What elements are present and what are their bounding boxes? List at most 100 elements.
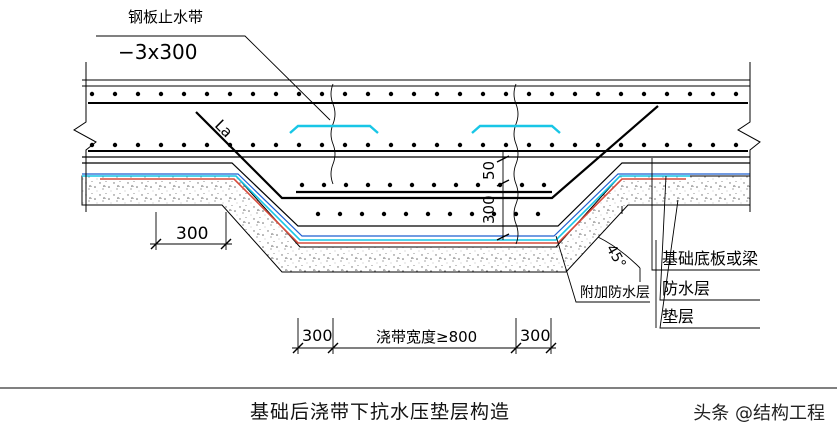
rebar-dot (687, 91, 693, 97)
rebar-dot (403, 211, 409, 217)
rebar-dot (595, 91, 601, 97)
break-symbol-right (737, 62, 761, 212)
rebar-dot (457, 91, 463, 97)
rebar-dot (549, 91, 555, 97)
rebar-dot (365, 91, 371, 97)
rebar-dot (733, 142, 739, 148)
rebar-bent-pit (195, 105, 659, 200)
bottom-dim-mid-label: 浇带宽度≥800 (376, 328, 477, 346)
bottom-dim-left-label: 300 (302, 326, 333, 345)
dim-300-vertical-label: 300 (480, 195, 498, 224)
waterstop-leader (96, 35, 331, 121)
rebar-dot (664, 142, 670, 148)
waterstop-left (289, 124, 379, 134)
bottom-dim-right-label: 300 (520, 326, 551, 345)
rebar-dot (250, 91, 256, 97)
rebar-dot (89, 91, 95, 97)
dim-left-tick-r (220, 238, 232, 250)
slab-bottom-outline (82, 162, 750, 227)
rebar-dot (491, 211, 497, 217)
rebar-dot (710, 91, 716, 97)
callout-waterproof-label: 防水层 (662, 279, 710, 298)
callout-leader-base (651, 163, 760, 271)
rebar-dot (572, 91, 578, 97)
dim-bottom-tick-4 (545, 342, 557, 354)
anchorage-label: La (211, 116, 236, 141)
rebar-dot (158, 142, 164, 148)
rebar-dot (411, 142, 417, 148)
rebar-dot (710, 142, 716, 148)
rebar-dot (549, 142, 555, 148)
rebar-dot (319, 142, 325, 148)
rebar-dot (519, 182, 525, 188)
rebar-dot (475, 182, 481, 188)
rebar-dot (387, 182, 393, 188)
rebar-dot (112, 91, 118, 97)
rebar-dot (641, 91, 647, 97)
angle-arc (597, 236, 641, 269)
rebar-dot (526, 91, 532, 97)
rebar-dot (365, 182, 371, 188)
rebar-dot (572, 142, 578, 148)
break-symbol-left (73, 62, 97, 212)
rebar-dots (89, 91, 739, 217)
waterstop-spec-label: −3x300 (118, 40, 198, 64)
rebar-dot (112, 142, 118, 148)
waterproof-layer-red (100, 178, 686, 244)
dim-bottom-tick-1 (292, 342, 304, 354)
rebar-dot (321, 182, 327, 188)
rebar-dot (513, 211, 519, 217)
rebar-dot (381, 211, 387, 217)
rebar-dot (337, 211, 343, 217)
watermark: 头条 @结构工程 (693, 403, 825, 424)
waterproof-layer-cyan (82, 175, 690, 241)
dim-bottom-tick-2 (327, 342, 339, 354)
rebar-dot (342, 142, 348, 148)
rebar-dot (227, 91, 233, 97)
callout-cushion-label: 垫层 (662, 307, 694, 326)
waterstop-name-label: 钢板止水带 (128, 8, 203, 26)
rebar-dot (227, 142, 233, 148)
rebar-dot (204, 91, 210, 97)
rebar-dot (250, 142, 256, 148)
callout-leader-waterproof (659, 175, 760, 301)
rebar-dot (299, 182, 305, 188)
rebar-dot (158, 91, 164, 97)
waterproof-layer-blue (82, 173, 750, 237)
rebar-dot (434, 142, 440, 148)
rebar-dot (687, 142, 693, 148)
rebar-dot (342, 91, 348, 97)
dim-tick-3 (496, 233, 510, 241)
dim-tick-2 (496, 179, 510, 187)
rebar-dot (425, 211, 431, 217)
waterstop-right (471, 124, 561, 134)
joint-line-right (513, 83, 519, 245)
angle-label: 45° (603, 242, 629, 272)
rebar-dot (181, 91, 187, 97)
rebar-dot (365, 142, 371, 148)
rebar-dot (503, 142, 509, 148)
dim-left-tick-l (150, 238, 162, 250)
rebar-dot (388, 91, 394, 97)
callout-leader-cushion (659, 199, 760, 329)
rebar-dot (541, 182, 547, 188)
rebar-dot (453, 182, 459, 188)
rebar-dot (89, 142, 95, 148)
rebar-dot (359, 211, 365, 217)
rebar-dot (273, 91, 279, 97)
rebar-dot (181, 142, 187, 148)
rebar-dot (343, 182, 349, 188)
rebar-dot (595, 142, 601, 148)
rebar-dot (480, 142, 486, 148)
rebar-dot (204, 142, 210, 148)
rebar-dot (618, 142, 624, 148)
dim-bottom-tick-3 (510, 342, 522, 354)
rebar-dot (409, 182, 415, 188)
dim-tick-1 (496, 155, 510, 163)
rebar-dot (535, 211, 541, 217)
rebar-dot (526, 142, 532, 148)
callout-additional-label: 附加防水层 (580, 285, 650, 301)
rebar-dot (273, 142, 279, 148)
drawing-caption: 基础后浇带下抗水压垫层构造 (250, 401, 511, 423)
